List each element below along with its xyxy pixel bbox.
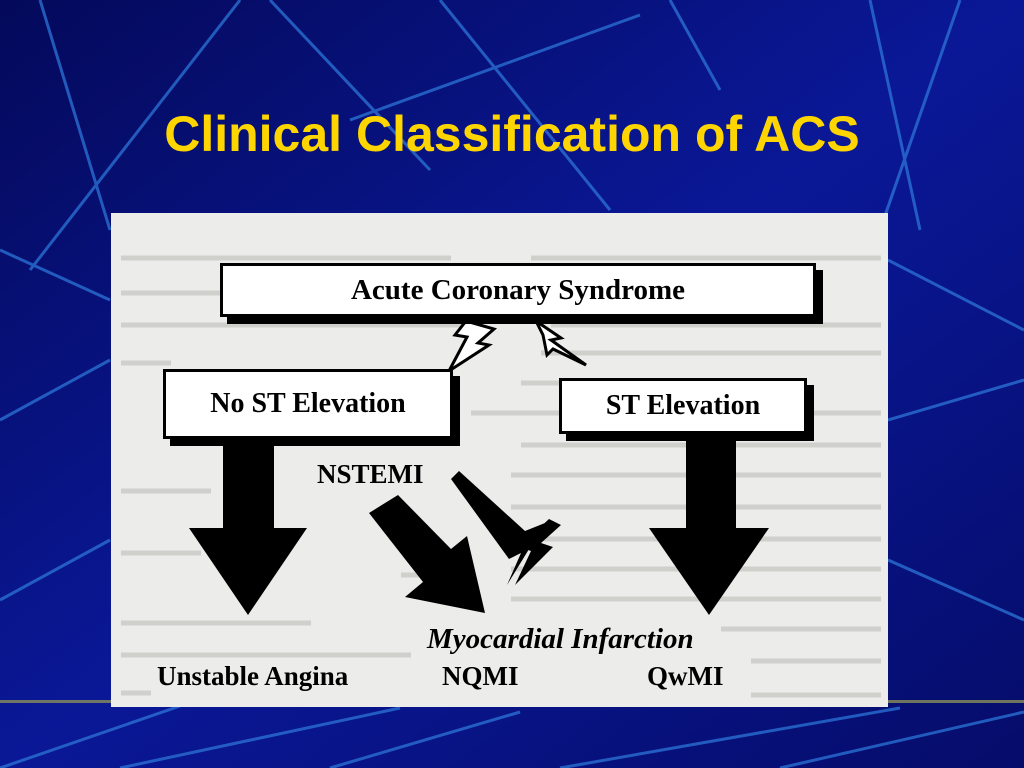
arrow-to-qwmi	[649, 438, 769, 615]
st-elevation-box: ST Elevation	[559, 378, 807, 434]
diagram-panel: Acute Coronary Syndrome No ST Elevation …	[111, 213, 888, 707]
myocardial-infarction-label: Myocardial Infarction	[427, 623, 694, 655]
slide-title: Clinical Classification of ACS	[164, 106, 860, 162]
arrow-to-nqmi	[369, 495, 485, 613]
connector-arrows	[444, 316, 587, 376]
down-arrows	[189, 438, 769, 615]
nstemi-label: NSTEMI	[317, 459, 424, 489]
unstable-angina-label: Unstable Angina	[157, 661, 349, 691]
qwmi-label: QwMI	[647, 661, 724, 691]
no-st-elevation-box: No ST Elevation	[163, 369, 453, 439]
lightning-arrow	[451, 471, 561, 585]
diagram-arrows	[121, 255, 881, 698]
acute-coronary-syndrome-box: Acute Coronary Syndrome	[220, 263, 816, 317]
nqmi-label: NQMI	[442, 661, 519, 691]
arrow-to-unstable-angina	[189, 446, 307, 615]
